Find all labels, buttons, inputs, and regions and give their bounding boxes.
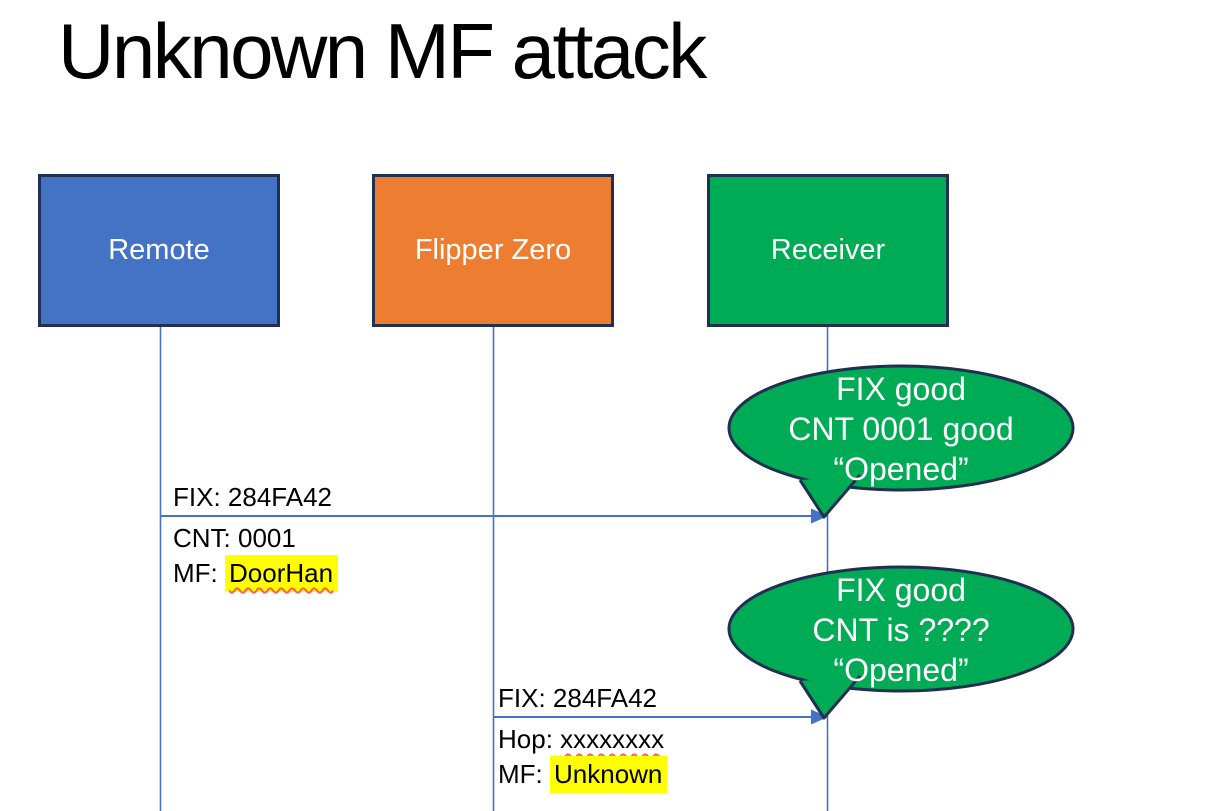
callout2-line2: CNT is ???? [812,612,990,648]
callout2-line3: “Opened” [833,652,969,688]
callout2-line1: FIX good [836,572,966,608]
arrow-remote-to-receiver [160,508,828,524]
message1-fix-label: FIX: 284FA42 [173,482,332,512]
callout1-line1: FIX good [836,371,966,407]
message2-mf-value-highlighted: Unknown [550,756,668,793]
message2-hop-value: xxxxxxxx [560,724,665,754]
message1-mf-value-highlighted: DoorHan [225,555,339,592]
actor-label-flipper-zero: Flipper Zero [414,234,572,266]
message1-detail-labels: CNT: 0001 MF: DoorHan [173,521,339,592]
actor-label-receiver: Receiver [770,234,886,266]
message2-mf-prefix: MF: [498,759,543,789]
message1-cnt-label: CNT: 0001 [173,523,296,553]
callout1-text: FIX good CNT 0001 good “Opened” [729,369,1073,489]
arrowhead-icon [811,709,828,725]
arrowhead-icon [811,508,828,524]
message2-detail-labels: Hop: xxxxxxxx MF: Unknown [498,722,668,793]
arrow-flipper-to-receiver [493,709,828,725]
actor-box-remote: Remote [38,174,280,327]
message2-mf-label: MF: Unknown [498,756,668,793]
message1-mf-label: MF: DoorHan [173,555,339,592]
callout-bubble-receiver-2 [727,565,1075,720]
callout1-line3: “Opened” [833,451,969,487]
callout-tail [798,675,862,720]
actor-box-receiver: Receiver [707,174,949,327]
callout-tail [798,474,862,519]
callout-bubble-receiver-1 [727,364,1075,519]
message2-fix-label: FIX: 284FA42 [498,683,657,713]
callout2-text: FIX good CNT is ???? “Opened” [729,570,1073,690]
actor-label-remote: Remote [108,234,210,266]
slide-title: Unknown MF attack [58,7,707,95]
message1-mf-prefix: MF: [173,558,218,588]
message2-hop-prefix: Hop: [498,724,553,754]
actor-box-flipper-zero: Flipper Zero [372,174,614,327]
callout1-line2: CNT 0001 good [788,411,1014,447]
message2-hop-label: Hop: xxxxxxxx [498,722,667,757]
